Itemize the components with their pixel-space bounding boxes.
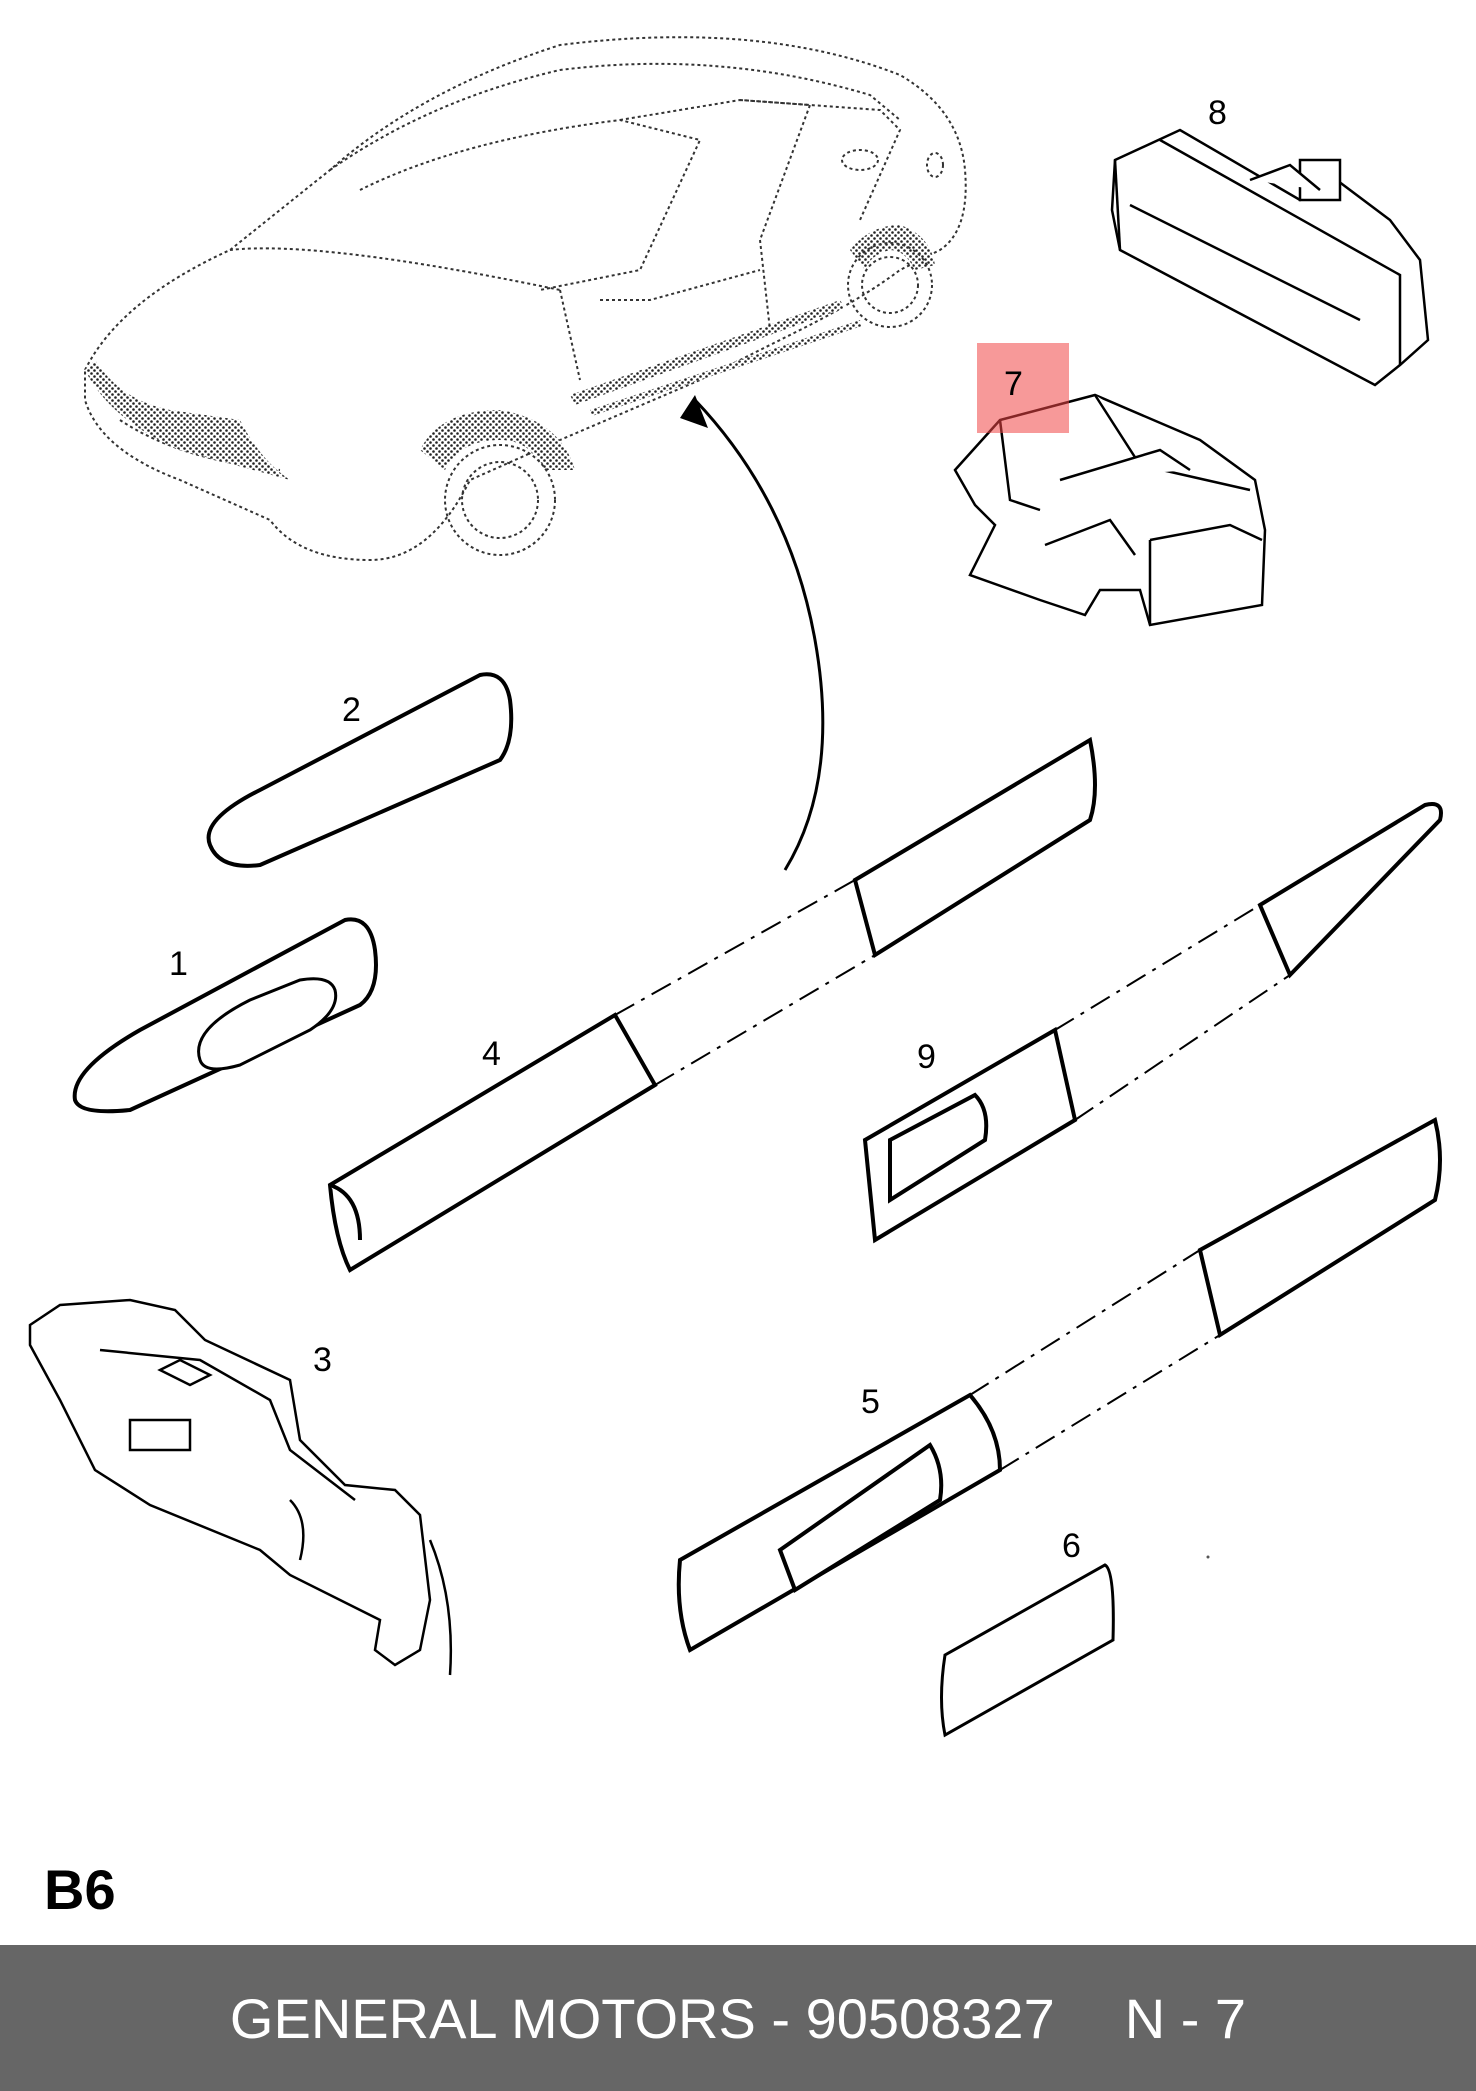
part-9-dashes xyxy=(1054,904,1291,1121)
callout-label-2: 2 xyxy=(342,691,361,729)
callout-label-5: 5 xyxy=(861,1383,880,1421)
part-7-clip xyxy=(953,393,1267,627)
part-5-strip xyxy=(676,1116,1442,1653)
part-2-shape xyxy=(206,672,514,868)
part-5-dashes xyxy=(969,1249,1221,1471)
callout-label-6: 6 xyxy=(1062,1527,1081,1565)
part-6-shape xyxy=(940,1563,1115,1738)
section-code: B6 xyxy=(44,1858,116,1921)
part-1-shape xyxy=(72,917,378,1114)
part-4-strip xyxy=(327,736,1097,1273)
footer-bar: GENERAL MOTORS - 90508327 N - 7 xyxy=(0,1945,1476,2091)
arrow-head xyxy=(680,395,708,428)
part-3-bracket xyxy=(28,1298,453,1676)
car-illustration xyxy=(84,36,967,562)
part-8-clip xyxy=(1110,128,1430,387)
part-4-dashes xyxy=(614,879,876,1086)
callout-label-9: 9 xyxy=(917,1038,936,1076)
callout-label-1: 1 xyxy=(169,945,188,983)
callout-label-7: 7 xyxy=(1004,365,1023,403)
callout-label-4: 4 xyxy=(482,1035,501,1073)
car-shading xyxy=(85,225,935,480)
callout-7-highlight xyxy=(977,343,1069,433)
location-arrow xyxy=(693,398,825,871)
callout-label-3: 3 xyxy=(313,1341,332,1379)
footer-brand-part: GENERAL MOTORS - 90508327 xyxy=(229,1986,1055,2050)
part-9-strip xyxy=(862,802,1443,1244)
footer-position-ref: N - 7 xyxy=(1124,1986,1247,2050)
parts-diagram xyxy=(28,36,1443,1738)
callout-label-8: 8 xyxy=(1208,94,1227,132)
